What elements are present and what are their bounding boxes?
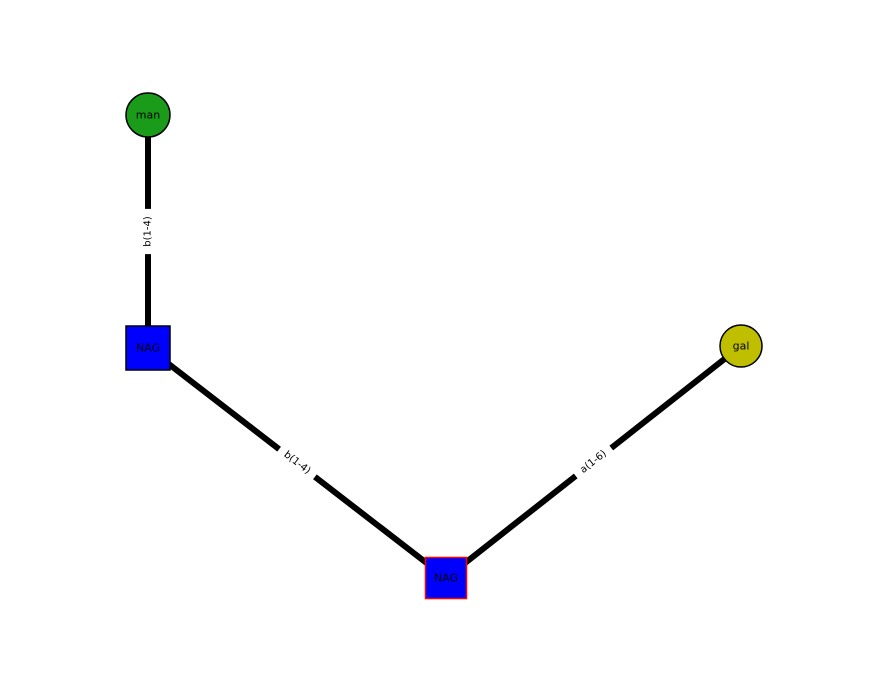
node-label-gal: gal bbox=[733, 340, 750, 353]
edge-label-bg bbox=[274, 443, 320, 483]
edge-label-group-nag2-gal: a(1-6) bbox=[571, 442, 616, 482]
node-nag1-square bbox=[125, 325, 171, 371]
node-label-nag1: NAG bbox=[136, 342, 160, 355]
edge-label-bg bbox=[571, 442, 616, 482]
node-label-nag2: NAG bbox=[434, 572, 458, 585]
node-gal-circle bbox=[719, 324, 763, 368]
edge-label-man-nag1: b(1-4) bbox=[143, 216, 154, 247]
edge-label-bg bbox=[140, 208, 156, 255]
edge-label-group-nag1-nag2: b(1-4) bbox=[274, 443, 320, 483]
node-man-circle bbox=[125, 92, 171, 138]
node-nag2-square bbox=[424, 556, 468, 600]
edge-label-group-man-nag1: b(1-4) bbox=[140, 208, 156, 255]
node-label-man: man bbox=[136, 109, 160, 122]
